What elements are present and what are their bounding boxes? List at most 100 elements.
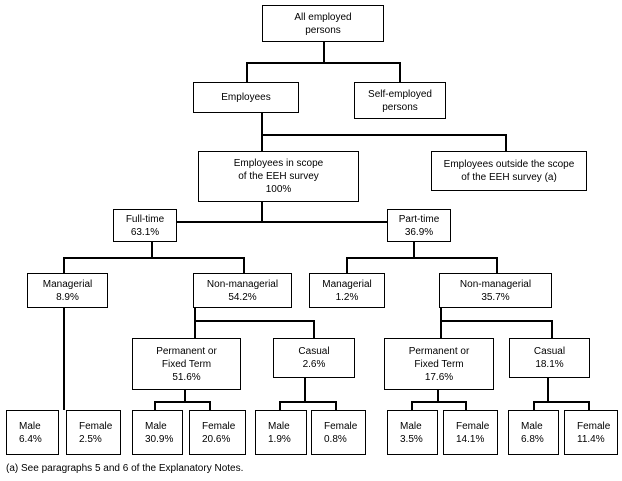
- connector: [547, 378, 549, 402]
- box-label: of the EEH survey (a): [461, 172, 557, 183]
- connector: [440, 308, 442, 321]
- leaf-box: Female 14.1%: [443, 410, 498, 455]
- connector: [151, 242, 153, 258]
- box-value: 35.7%: [481, 291, 510, 303]
- connector: [588, 401, 590, 410]
- box-value: 36.9%: [404, 226, 434, 238]
- connector: [261, 113, 263, 151]
- footnote: (a) See paragraphs 5 and 6 of the Explan…: [6, 463, 244, 474]
- pt-non-managerial-box: Non-managerial 35.7%: [439, 273, 552, 308]
- leaf-box: Female 2.5%: [66, 410, 121, 455]
- box-label: Fixed Term: [161, 358, 212, 370]
- leaf-value: 1.9%: [268, 434, 291, 445]
- box-label: Casual: [298, 346, 330, 357]
- box-label: Part-time: [398, 213, 440, 225]
- in-scope-box: Employees in scope of the EEH survey 100…: [198, 151, 359, 202]
- box-value: 8.9%: [56, 291, 79, 303]
- connector: [246, 62, 248, 82]
- leaf-box: Female 20.6%: [189, 410, 246, 455]
- connector: [411, 401, 413, 410]
- box-label: persons: [382, 101, 418, 113]
- connector: [194, 320, 196, 338]
- leaf-value: 30.9%: [145, 434, 174, 445]
- leaf-box: Male 6.4%: [6, 410, 59, 455]
- connector: [279, 401, 336, 403]
- leaf-box: Male 30.9%: [132, 410, 183, 455]
- box-value: 100%: [265, 184, 292, 195]
- connector: [411, 401, 466, 403]
- connector: [335, 401, 337, 410]
- connector: [209, 401, 211, 410]
- part-time-box: Part-time 36.9%: [387, 209, 451, 242]
- leaf-value: 6.4%: [19, 434, 42, 445]
- leaf-value: 6.8%: [521, 434, 544, 445]
- connector: [194, 320, 314, 322]
- box-label: Self-employed: [368, 88, 432, 100]
- self-employed-box: Self-employed persons: [354, 82, 446, 119]
- connector: [346, 257, 348, 273]
- connector: [194, 308, 196, 321]
- box-label: Non-managerial: [206, 278, 279, 290]
- box-label: persons: [305, 24, 341, 36]
- leaf-value: 2.5%: [79, 434, 102, 445]
- box-label: Employees: [221, 92, 271, 103]
- leaf-box: Female 0.8%: [311, 410, 366, 455]
- box-label: Permanent or: [156, 345, 217, 357]
- connector: [440, 320, 442, 338]
- connector: [177, 221, 388, 223]
- ft-casual-box: Casual 2.6%: [273, 338, 355, 378]
- outside-scope-box: Employees outside the scope of the EEH s…: [431, 151, 587, 191]
- leaf-value: 11.4%: [577, 434, 605, 445]
- box-label: Non-managerial: [459, 278, 532, 290]
- connector: [505, 134, 507, 151]
- leaf-label: Male: [521, 421, 543, 432]
- connector: [399, 62, 401, 82]
- leaf-label: Male: [145, 421, 167, 432]
- connector: [496, 257, 498, 273]
- ft-permanent-box: Permanent or Fixed Term 51.6%: [132, 338, 241, 390]
- leaf-label: Female: [577, 421, 611, 432]
- ft-managerial-box: Managerial 8.9%: [27, 273, 108, 308]
- pt-managerial-box: Managerial 1.2%: [309, 273, 385, 308]
- connector: [243, 257, 245, 273]
- connector: [323, 41, 325, 63]
- leaf-box: Male 6.8%: [508, 410, 559, 455]
- connector: [63, 257, 244, 259]
- leaf-label: Female: [79, 421, 113, 432]
- full-time-box: Full-time 63.1%: [113, 209, 177, 242]
- leaf-label: Female: [202, 421, 236, 432]
- box-value: 18.1%: [535, 359, 564, 370]
- box-label: Employees outside the scope: [443, 159, 575, 170]
- connector: [63, 308, 65, 410]
- leaf-value: 3.5%: [400, 434, 423, 445]
- ft-non-managerial-box: Non-managerial 54.2%: [193, 273, 292, 308]
- employees-box: Employees: [193, 82, 299, 113]
- leaf-label: Male: [268, 421, 290, 432]
- box-value: 63.1%: [130, 226, 160, 238]
- box-label: of the EEH survey: [238, 171, 319, 182]
- connector: [246, 62, 400, 64]
- box-label: Managerial: [322, 278, 372, 290]
- box-label: Permanent or: [408, 345, 470, 357]
- box-value: 54.2%: [228, 291, 257, 303]
- connector: [261, 202, 263, 222]
- box-label: All employed: [294, 11, 352, 23]
- box-label: Employees in scope: [233, 158, 324, 169]
- box-value: 17.6%: [424, 371, 454, 383]
- leaf-box: Male 1.9%: [255, 410, 307, 455]
- leaf-label: Male: [19, 421, 41, 432]
- box-label: Fixed Term: [414, 358, 464, 370]
- pt-permanent-box: Permanent or Fixed Term 17.6%: [384, 338, 494, 390]
- connector: [440, 320, 552, 322]
- leaf-label: Female: [324, 421, 358, 432]
- leaf-value: 14.1%: [456, 434, 485, 445]
- connector: [413, 242, 415, 258]
- connector: [465, 401, 467, 410]
- connector: [346, 257, 497, 259]
- connector: [437, 390, 439, 402]
- leaf-value: 20.6%: [202, 434, 231, 445]
- box-value: 1.2%: [335, 291, 359, 303]
- connector: [154, 401, 210, 403]
- leaf-label: Female: [456, 421, 490, 432]
